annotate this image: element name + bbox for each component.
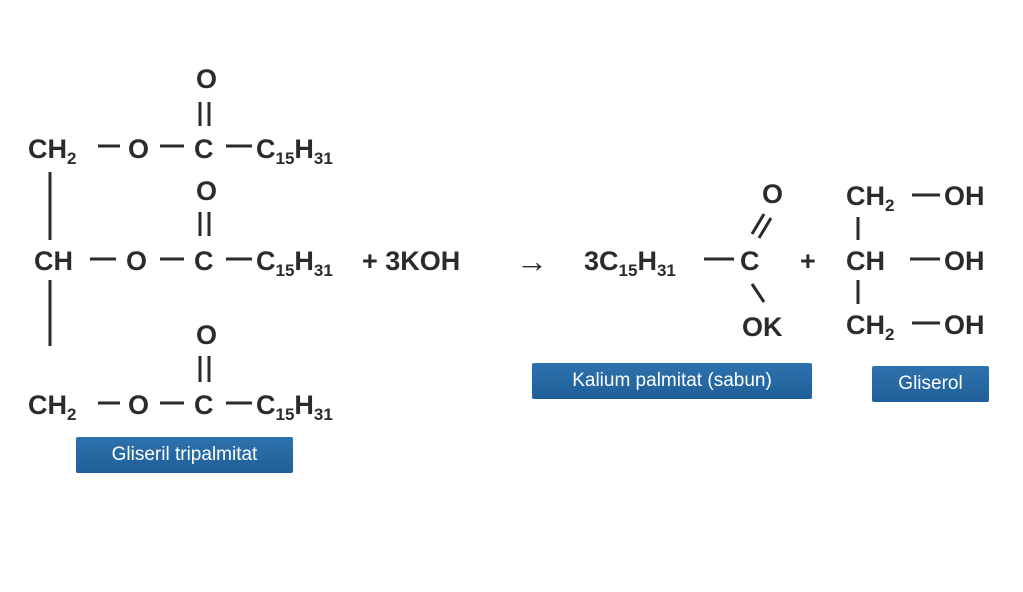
double-bond-left [750,213,766,235]
reaction-arrow: → [516,243,548,279]
carbon-atom: C [194,134,214,164]
carbonyl-oxygen: O [196,176,217,206]
oxygen-atom: O [128,134,149,164]
carbonyl-oxygen: O [196,320,217,350]
hydroxyl-group: OH [944,181,985,211]
ok-group: OK [742,312,783,342]
ester-row-middle: CH O C O C15H31 + 3KOH [34,176,460,280]
carbon-atom: C [194,246,214,276]
oxygen-atom: O [126,246,147,276]
label-gliserol: Gliserol [872,366,989,402]
palmitoyl-chain: C15H31 [256,390,333,424]
carboxyl-carbon: C [740,246,760,276]
oxygen-atom: O [128,390,149,420]
carbon-atom: C [194,390,214,420]
ch2-group: CH2 [28,390,76,424]
ch2-group: CH2 [28,134,76,168]
koh-reagent: + 3KOH [362,246,460,276]
label-kalium-palmitat: Kalium palmitat (sabun) [532,363,812,399]
palmitoyl-chain: C15H31 [256,134,333,168]
label-gliseril-tripalmitat: Gliseril tripalmitat [76,437,293,473]
palmitate-chain: 3C15H31 [584,246,676,280]
ch2-group: CH2 [846,310,894,344]
hydroxyl-group: OH [944,246,985,276]
carboxyl-oxygen: O [762,179,783,209]
ch-group: CH [846,246,885,276]
double-bond-right [757,217,773,239]
ester-row-bottom: CH2 O C O C15H31 [28,320,333,424]
ch-group: CH [34,246,73,276]
plus-sign: + [800,246,816,276]
single-bond [750,283,766,303]
potassium-palmitate: 3C15H31 C O OK [584,179,783,342]
glycerol-molecule: CH2 OH CH OH CH2 OH [846,181,985,344]
palmitoyl-chain: C15H31 [256,246,333,280]
hydroxyl-group: OH [944,310,985,340]
ester-row-top: CH2 O C O C15H31 [28,64,333,168]
carbonyl-oxygen: O [196,64,217,94]
ch2-group: CH2 [846,181,894,215]
